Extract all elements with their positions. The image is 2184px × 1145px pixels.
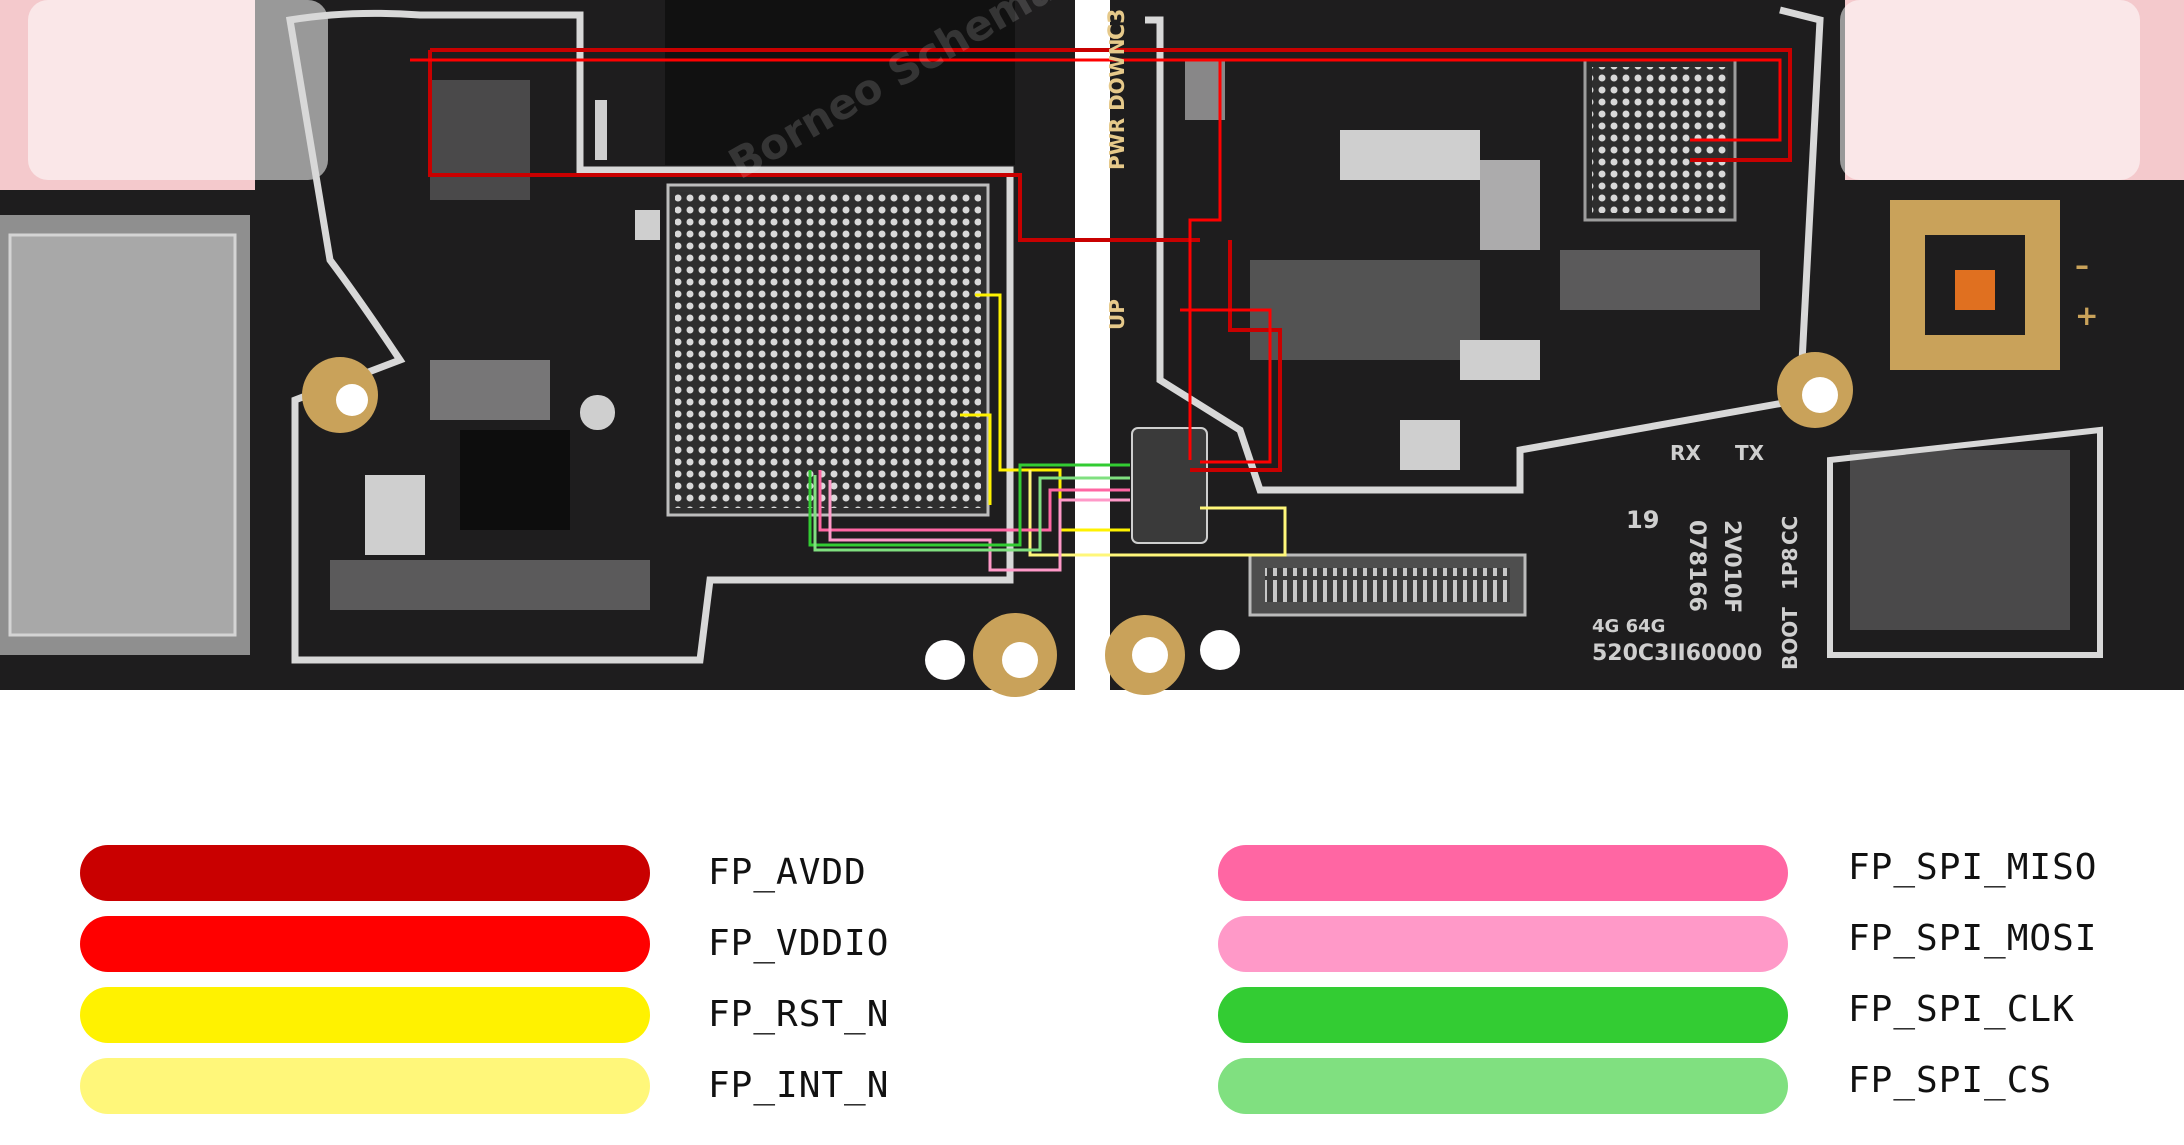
trace-fp-spi-miso [818, 470, 1130, 532]
silk-up: UP [1105, 299, 1129, 330]
mount-hole-3 [1132, 637, 1168, 673]
silk-c3: C3 [1105, 9, 1130, 40]
trace-fp-int-n [1028, 470, 1287, 557]
silk-boot: BOOT [1778, 607, 1802, 670]
testpoint-1 [925, 640, 965, 680]
silk-tx: TX [1735, 441, 1765, 465]
pcb-board-diagram: PWR DOWN UP C3 RX TX 1P8 CC BOOT 19 2V01… [0, 0, 2184, 697]
legend-label-fp-avdd: FP_AVDD [708, 852, 867, 893]
silk-serial: 520C3II60000 [1592, 641, 1762, 666]
battery-pad-core [1955, 270, 1995, 310]
btb-connector-pins [1265, 568, 1510, 602]
white-tab-right [1840, 0, 2140, 180]
silk-2v010f: 2V010F [1719, 520, 1744, 613]
silk-plus: + [2075, 299, 2098, 332]
fp-connector [1131, 427, 1208, 544]
legend-swatch-fp-int-n [80, 1058, 650, 1114]
white-tab-left [28, 0, 328, 180]
components-left [330, 80, 660, 610]
outline-trace-right [1145, 6, 1824, 494]
legend-swatch-fp-spi-miso [1218, 845, 1788, 901]
legend-label-fp-spi-miso: FP_SPI_MISO [1848, 847, 2098, 888]
mount-hole-1 [336, 384, 368, 416]
outline-trace-left [285, 9, 1014, 664]
legend-swatch-fp-spi-cs [1218, 1058, 1788, 1114]
silk-mem: 4G 64G [1592, 616, 1665, 637]
sim-tray-inner [8, 233, 237, 637]
silk-rx: RX [1670, 441, 1701, 465]
bga-chip-left-ballgrid [675, 192, 981, 508]
silk-078166: 078166 [1684, 520, 1709, 612]
silk-pwr-down: PWR DOWN [1105, 39, 1129, 170]
legend-label-fp-rst-n: FP_RST_N [708, 994, 890, 1035]
memory-chip [665, 0, 1015, 165]
trace-fp-spi-cs [813, 475, 1130, 552]
mount-hole-4 [1802, 377, 1838, 413]
signal-legend: FP_AVDD FP_VDDIO FP_RST_N FP_INT_N FP_SP… [0, 820, 2184, 1145]
silk-minus: – [2075, 249, 2089, 282]
trace-fp-spi-mosi [828, 480, 1130, 572]
legend-label-fp-spi-cs: FP_SPI_CS [1848, 1060, 2053, 1101]
silk-cc: CC [1778, 516, 1802, 545]
trace-fp-avdd [428, 48, 1792, 472]
legend-swatch-fp-avdd [80, 845, 650, 901]
legend-swatch-fp-spi-mosi [1218, 916, 1788, 972]
legend-swatch-fp-vddio [80, 916, 650, 972]
legend-label-fp-spi-mosi: FP_SPI_MOSI [1848, 918, 2098, 959]
legend-label-fp-spi-clk: FP_SPI_CLK [1848, 989, 2075, 1030]
outline-trace-right-module [1827, 426, 2103, 658]
legend-label-fp-int-n: FP_INT_N [708, 1065, 890, 1106]
mount-hole-2 [1002, 642, 1038, 678]
legend-swatch-fp-spi-clk [1218, 987, 1788, 1043]
components-right [1185, 60, 2070, 630]
trace-fp-vddio [410, 58, 1782, 464]
silk-1p8: 1P8 [1778, 548, 1802, 591]
pmic-chip-left [460, 430, 570, 530]
legend-swatch-fp-rst-n [80, 987, 650, 1043]
trace-fp-spi-clk [808, 463, 1130, 547]
legend-label-fp-vddio: FP_VDDIO [708, 923, 890, 964]
silk-19: 19 [1626, 506, 1659, 534]
testpoint-2 [1200, 630, 1240, 670]
